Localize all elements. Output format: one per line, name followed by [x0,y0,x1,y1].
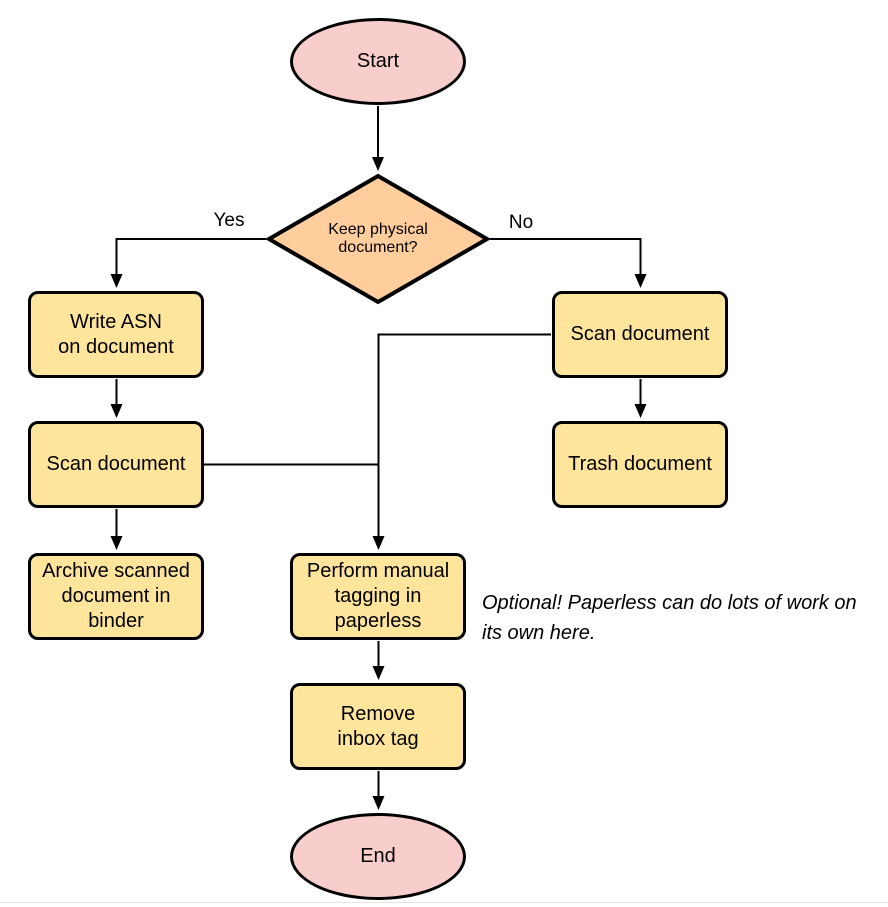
process-manual-tagging-node: Perform manual tagging in paperless [290,553,466,640]
edge-label-no: No [506,212,536,234]
end-node-label: End [360,845,396,868]
start-node: Start [290,18,466,105]
process-scan-document-right-node: Scan document [552,291,728,378]
process-remove-inbox-tag-node: Remove inbox tag [290,683,466,770]
edge-label-yes: Yes [211,210,247,232]
start-node-label: Start [356,50,400,73]
process-archive-binder-node: Archive scanned document in binder [28,553,204,640]
diamond-shape [265,173,491,305]
process-trash-document-node: Trash document [552,421,728,508]
process-archive-binder-label: Archive scanned document in binder [42,560,190,632]
end-node: End [290,813,466,900]
edge-decision-no-to-scan-right [490,238,647,288]
decision-keep-physical-node: Keep physical document? [265,173,491,305]
decision-keep-physical-label: Keep physical document? [328,221,428,256]
process-write-asn-node: Write ASN on document [28,291,204,378]
process-scan-document-right-label: Scan document [570,323,710,346]
process-manual-tagging-label: Perform manual tagging in paperless [306,560,450,632]
process-write-asn-label: Write ASN on document [58,310,174,358]
edge-decision-yes-to-write-asn [110,238,266,288]
edge-scan-right-to-tagging [372,333,551,550]
process-scan-document-left-label: Scan document [46,453,186,476]
page-bottom-divider [0,902,888,903]
process-remove-inbox-tag-label: Remove inbox tag [337,702,419,750]
process-trash-document-label: Trash document [568,453,712,476]
annotation-optional-text: Optional! Paperless can do lots of work … [482,592,857,644]
process-scan-document-left-node: Scan document [28,421,204,508]
